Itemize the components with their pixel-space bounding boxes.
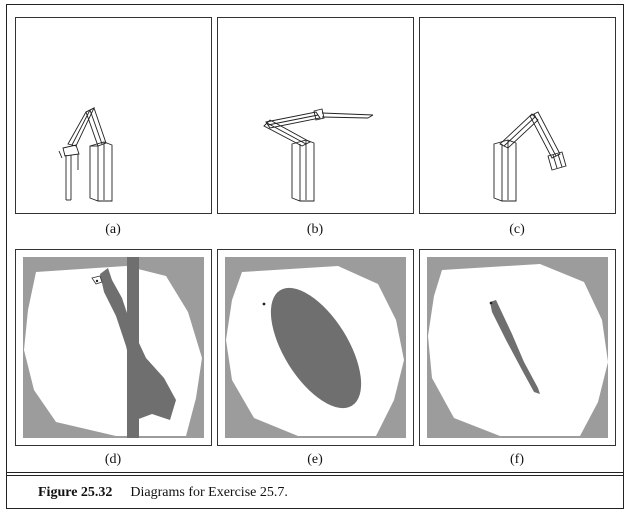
configuration-space-f	[427, 257, 608, 438]
panel-b	[217, 17, 414, 214]
panel-label-d: (d)	[104, 452, 122, 467]
robot-arm-drawing-c	[493, 111, 567, 202]
robot-arm-drawing-a	[58, 107, 113, 202]
caption-rule-top	[6, 472, 624, 473]
panel-label-e: (e)	[307, 452, 323, 467]
caption-rule-bottom	[6, 475, 624, 476]
panel-a	[15, 17, 212, 214]
caption-text: Diagrams for Exercise 25.7.	[130, 485, 288, 500]
configuration-space-d	[23, 257, 204, 438]
panel-label-f: (f)	[510, 452, 524, 467]
panel-c	[419, 17, 616, 214]
panel-label-c: (c)	[509, 222, 525, 237]
panel-label-b: (b)	[306, 222, 324, 237]
panel-label-a: (a)	[105, 222, 121, 237]
caption-number: Figure 25.32	[38, 485, 113, 500]
figure-caption: Figure 25.32 Diagrams for Exercise 25.7.	[38, 484, 288, 502]
robot-arm-drawing-b	[263, 108, 374, 202]
panel-d	[15, 249, 212, 446]
configuration-space-e	[225, 257, 406, 438]
panel-f	[419, 249, 616, 446]
figure-frame	[6, 4, 624, 509]
panel-e	[217, 249, 414, 446]
